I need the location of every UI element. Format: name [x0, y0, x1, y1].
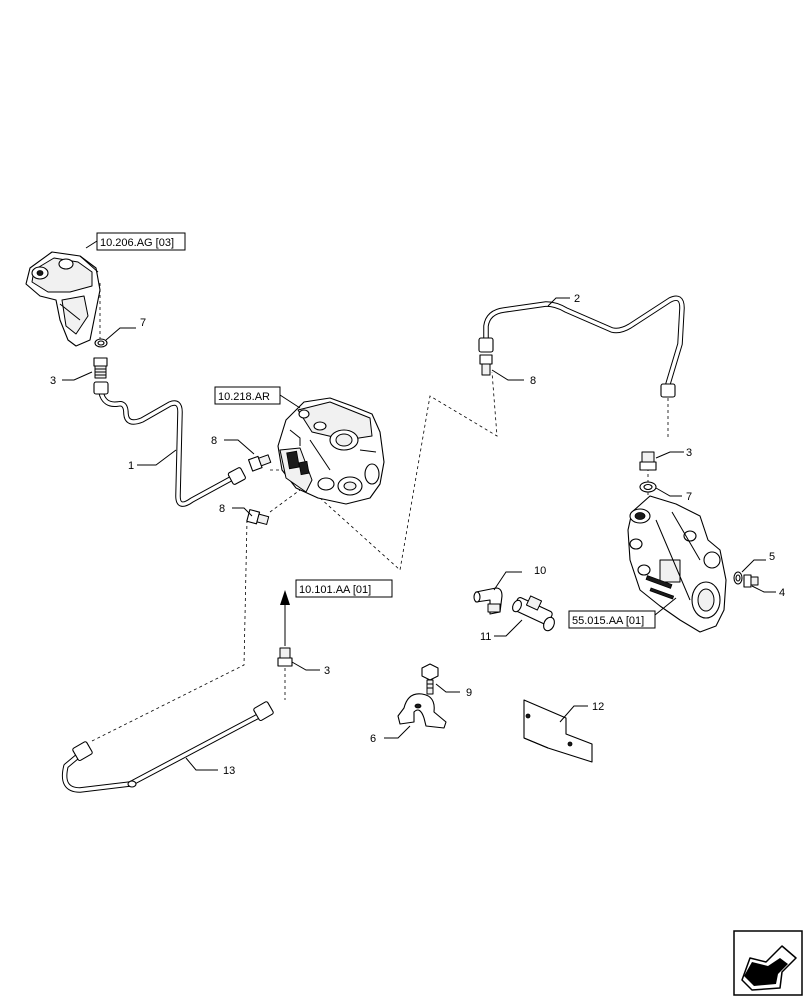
assembly-dashed-lines	[89, 283, 669, 743]
pipe-13	[61, 701, 274, 793]
svg-text:10.218.AR: 10.218.AR	[218, 391, 270, 403]
callout-11: 11	[480, 631, 491, 643]
next-page-arrow-icon[interactable]	[733, 930, 803, 996]
callout-8-lower: 8	[219, 503, 225, 515]
high-pressure-pump	[277, 397, 385, 505]
fitting-8-right	[479, 354, 493, 376]
washer-5	[733, 571, 743, 585]
washer-7-right	[639, 481, 657, 493]
reference-55015[interactable]: 55.015.AA [01]	[568, 597, 677, 629]
callout-1: 1	[128, 460, 134, 472]
pipe-2	[478, 295, 685, 398]
fitting-3-left	[93, 357, 108, 379]
callout-3-left: 3	[50, 375, 56, 387]
svg-text:10.101.AA [01]: 10.101.AA [01]	[299, 584, 371, 596]
fitting-8-upper	[248, 454, 272, 472]
filter-base-plate	[627, 495, 727, 633]
callout-7-right: 7	[686, 491, 692, 503]
fitting-3-bottom	[277, 647, 293, 667]
callout-3-bottom: 3	[324, 665, 330, 677]
callout-4: 4	[779, 587, 785, 599]
callout-7-left: 7	[140, 317, 146, 329]
callouts: 1 2 3 3 3 4 5 6 7 7 8 8 8	[50, 293, 785, 777]
bolt-9	[421, 663, 439, 695]
reference-10206[interactable]: 10.206.AG [03]	[85, 232, 186, 251]
reference-10101[interactable]: 10.101.AA [01]	[295, 579, 393, 598]
callout-9: 9	[466, 687, 472, 699]
bracket-12	[523, 699, 593, 763]
pipe-1	[93, 381, 246, 507]
callout-6: 6	[370, 733, 376, 745]
clamp-6	[397, 693, 447, 729]
fitting-4	[743, 574, 759, 588]
callout-3-right: 3	[686, 447, 692, 459]
callout-12: 12	[592, 701, 604, 713]
flow-arrow-up-icon	[280, 590, 290, 646]
svg-text:10.206.AG [03]: 10.206.AG [03]	[100, 237, 174, 249]
callout-10: 10	[534, 565, 546, 577]
callout-5: 5	[769, 551, 775, 563]
svg-text:55.015.AA [01]: 55.015.AA [01]	[572, 615, 644, 627]
elbow-fitting-10	[473, 587, 503, 615]
tee-fitting-11	[512, 595, 555, 632]
callout-2: 2	[574, 293, 580, 305]
reference-10218[interactable]: 10.218.AR	[214, 386, 301, 409]
fitting-3-right	[639, 451, 657, 471]
callout-8-upper: 8	[211, 435, 217, 447]
fitting-8-lower	[246, 509, 270, 525]
callout-13: 13	[223, 765, 235, 777]
callout-8-right: 8	[530, 375, 536, 387]
filter-head-bracket	[25, 251, 101, 347]
washer-7-left	[94, 338, 108, 348]
